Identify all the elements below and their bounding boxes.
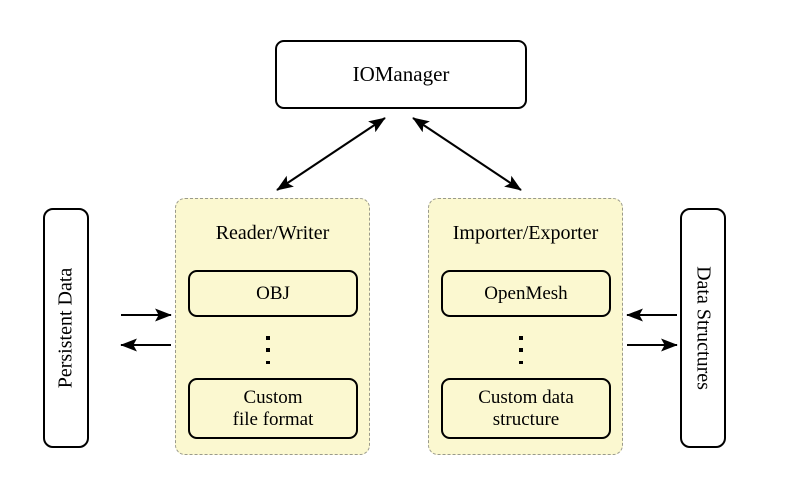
data-structures-label: Data Structures [692, 266, 715, 390]
iomanager-box[interactable]: IOManager [275, 40, 527, 109]
reader-writer-item-obj[interactable]: OBJ [188, 270, 358, 317]
reader-writer-title: Reader/Writer [215, 222, 330, 244]
importer-exporter-item-custom-line1: Custom data [478, 386, 574, 408]
arrow-iomanager-reader-writer [276, 117, 386, 191]
importer-exporter-item-openmesh[interactable]: OpenMesh [441, 270, 611, 317]
reader-writer-item-obj-label: OBJ [256, 282, 290, 304]
importer-exporter-item-custom-data-structure[interactable]: Custom data structure [441, 378, 611, 439]
importer-exporter-vdots-icon [518, 336, 524, 364]
iomanager-label: IOManager [352, 62, 450, 86]
data-structures-box[interactable]: Data Structures [680, 208, 726, 448]
persistent-data-box[interactable]: Persistent Data [43, 208, 89, 448]
reader-writer-item-custom-line2: file format [232, 408, 314, 430]
importer-exporter-title: Importer/Exporter [452, 222, 599, 244]
persistent-data-label: Persistent Data [54, 267, 77, 389]
importer-exporter-item-custom-line2: structure [492, 408, 560, 430]
reader-writer-vdots-icon [265, 336, 271, 364]
importer-exporter-item-openmesh-label: OpenMesh [484, 282, 568, 304]
reader-writer-item-custom-file-format[interactable]: Custom file format [188, 378, 358, 439]
arrow-iomanager-importer-exporter [412, 117, 522, 191]
reader-writer-item-custom-line1: Custom [243, 386, 303, 408]
